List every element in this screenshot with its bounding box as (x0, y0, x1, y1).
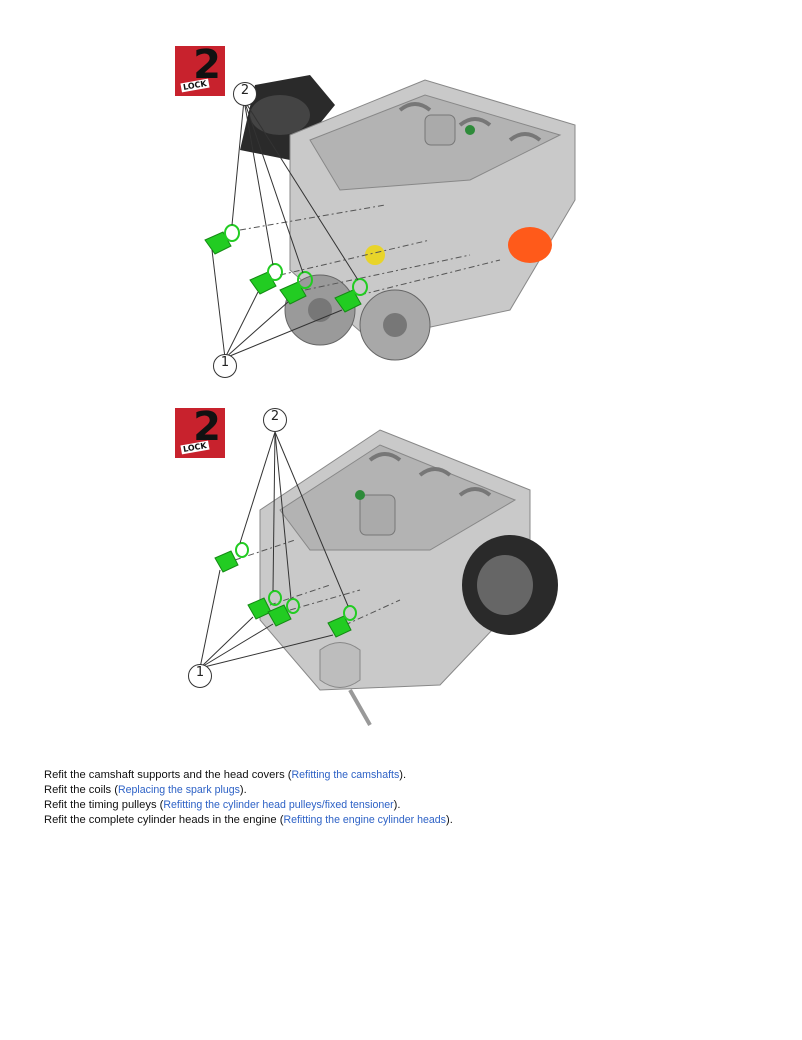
green-cap (334, 289, 362, 313)
callout-1: 1 (213, 354, 237, 378)
callout-2: 2 (263, 408, 287, 432)
callout-2: 2 (233, 82, 257, 106)
threadlock-icon: 2 LOCK (175, 46, 225, 96)
threadlock-icon: 2 LOCK (175, 408, 225, 458)
cylinder-head-figure-bottom: 2 LOCK (170, 400, 590, 735)
link-refitting-engine-cylinder-heads[interactable]: Refitting the engine cylinder heads (283, 814, 446, 826)
callout-1: 1 (188, 664, 212, 688)
link-replacing-spark-plugs[interactable]: Replacing the spark plugs (118, 784, 240, 796)
link-refitting-camshafts[interactable]: Refitting the camshafts (291, 769, 400, 781)
refit-steps: Refit the camshaft supports and the head… (44, 768, 764, 828)
green-plug-detail (465, 125, 475, 135)
green-cap (279, 281, 307, 305)
cylinder-head-drawing (199, 429, 558, 726)
exhaust-port (508, 227, 552, 263)
cylinder-head-drawing (204, 75, 576, 361)
step-line: Refit the timing pulleys (Refitting the … (44, 799, 401, 811)
green-cap (249, 271, 277, 295)
step-line: Refit the coils (Replacing the spark plu… (44, 784, 247, 796)
step-line: Refit the complete cylinder heads in the… (44, 814, 453, 826)
cylinder-head-figure-top: 2 LOCK (170, 40, 590, 385)
green-cap (204, 231, 232, 255)
step-line: Refit the camshaft supports and the head… (44, 769, 407, 781)
link-refitting-head-pulleys[interactable]: Refitting the cylinder head pulleys/fixe… (163, 799, 394, 811)
